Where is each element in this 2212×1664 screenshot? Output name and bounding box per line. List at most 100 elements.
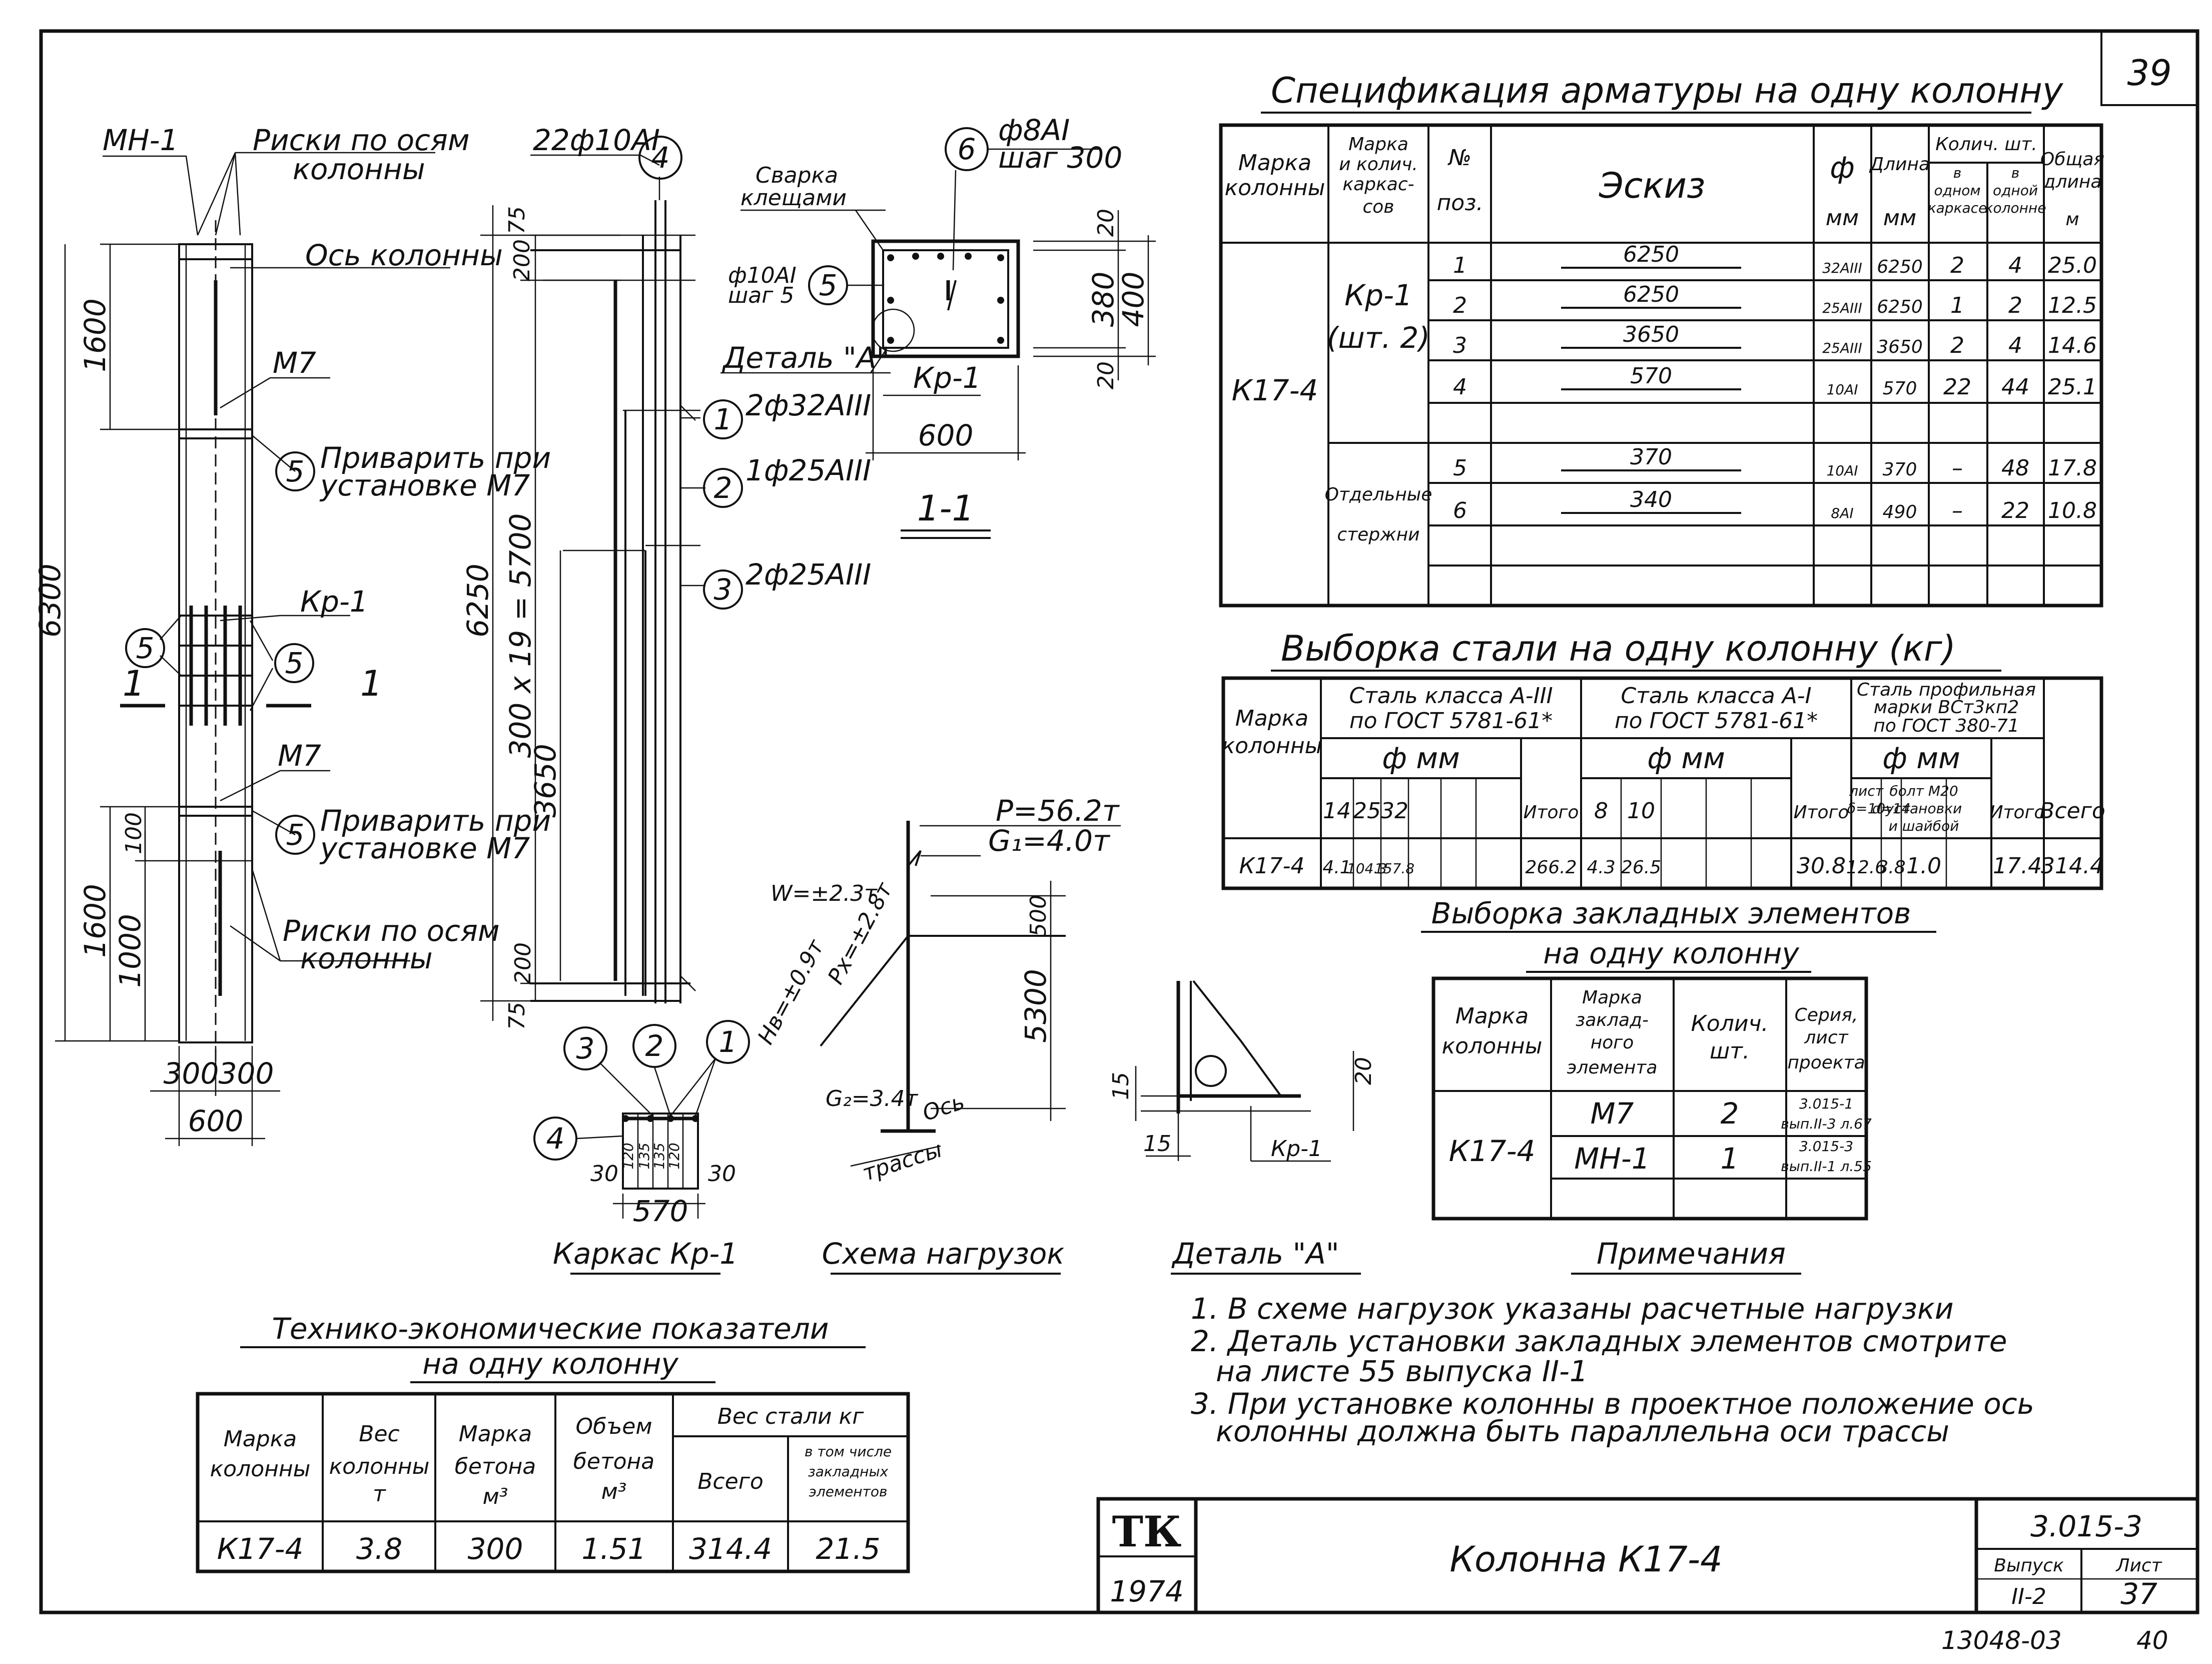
m7-bot-label: М7 <box>278 739 321 773</box>
spec-cell-len: 3650 <box>1877 337 1923 357</box>
svg-text:5: 5 <box>286 454 305 488</box>
cage-dim-6250: 6250 <box>461 564 495 638</box>
stamp-sheet-label: Лист <box>2115 1555 2162 1576</box>
note-line-2: 2. Деталь установки закладных элементов … <box>1191 1324 2007 1358</box>
embed-r2-series-1: 3.015-3 <box>1799 1138 1853 1155</box>
spec-cell-total: 25.1 <box>2048 374 2097 400</box>
cage-section-title: Каркас Кр-1 <box>553 1237 738 1271</box>
spec-cell-q1: 2 <box>1950 253 1964 278</box>
steel-h-prof-1: Сталь профильная <box>1857 680 2036 700</box>
svg-text:5: 5 <box>286 818 305 852</box>
spec-h-qo-1: в <box>2011 165 2020 181</box>
dim-300-a: 300 <box>164 1056 219 1090</box>
bar2-label: 1ф25АIII <box>746 453 871 487</box>
svg-text:4: 4 <box>546 1122 565 1156</box>
cage-dim-75-bot: 75 <box>504 1002 530 1030</box>
cage-section-inner-1: 120 <box>620 1143 636 1169</box>
spec-h-dia-2: мм <box>1826 205 1859 231</box>
cage-dim-200-top: 200 <box>509 239 535 281</box>
load-dim-5300: 5300 <box>1019 969 1053 1043</box>
spec-cage-b-2: стержни <box>1337 524 1419 545</box>
steel-h-dia-a1: ф мм <box>1647 741 1725 775</box>
embed-h-mark-1: Марка <box>1455 1003 1529 1029</box>
pos5-callout-top: 5 <box>275 451 315 491</box>
section-dim-380: 380 <box>1086 272 1120 327</box>
notes-title: Примечания <box>1597 1237 1786 1271</box>
spec-cell-sketch: 570 <box>1630 363 1672 389</box>
spec-cell-pos: 3 <box>1453 333 1467 358</box>
weld-bot-1: Приварить при <box>320 804 551 838</box>
spec-cell-q2: 44 <box>2001 374 2029 400</box>
steel-ps-2: δ=10 <box>1847 800 1885 817</box>
embed-r2-qty: 1 <box>1721 1142 1739 1176</box>
tep-h-volume-1: Объем <box>575 1414 652 1439</box>
tep-h-steel: Вес стали кг <box>717 1404 865 1429</box>
svg-text:6: 6 <box>958 132 976 166</box>
embed-h-series-3: проекта <box>1787 1052 1865 1073</box>
cage-section-inner-4: 120 <box>666 1143 682 1169</box>
section-kr1-label: Кр-1 <box>913 361 981 395</box>
steel-h-mark-1: Марка <box>1235 706 1308 731</box>
bar6-label-1: ф8АI <box>998 113 1070 147</box>
detail-a: 15 15 20 Кр-1 Деталь "А" <box>1108 980 1376 1275</box>
tep-h-grade-1: Марка <box>459 1421 532 1447</box>
steel-h-dia-a3: ф мм <box>1382 741 1460 775</box>
cage-section-dim-30-a: 30 <box>590 1161 618 1187</box>
load-scheme: P=56.2т G₁=4.0т W=±2.3т Hв=±0.9т Px=±2.8… <box>753 794 1121 1275</box>
spec-cage-a-1: Кр-1 <box>1344 278 1412 312</box>
stamp-sheet: 37 <box>2120 1577 2157 1611</box>
embed-title-1: Выборка закладных элементов <box>1431 896 1911 930</box>
spec-h-cage-3: каркас- <box>1342 174 1414 195</box>
steel-h-a1-2: по ГОСТ 5781-61* <box>1615 708 1818 734</box>
spec-cell-total: 14.6 <box>2048 333 2097 358</box>
spec-cell-pos: 1 <box>1453 253 1467 278</box>
bar5-label-2: шаг 5 <box>728 283 794 308</box>
embed-r1-qty: 2 <box>1721 1096 1739 1131</box>
spec-h-total-1: Общая <box>2040 149 2104 170</box>
detail-dim-20: 20 <box>1351 1057 1376 1085</box>
spec-h-qc-2: одном <box>1934 182 1980 199</box>
tep-row-volume: 1.51 <box>581 1532 646 1566</box>
spec-table: Спецификация арматуры на одну колонну Ма… <box>1219 70 2104 608</box>
spec-cell-q2: 22 <box>2001 498 2029 523</box>
steel-itogo-a1: Итого <box>1794 802 1849 823</box>
spec-cell-dia: 10АI <box>1826 462 1858 479</box>
steel-row-prof-1: 12.6 <box>1846 857 1886 878</box>
tep-h-grade-2: бетона <box>455 1454 536 1479</box>
steel-ps-4: d=14 <box>1872 800 1911 817</box>
riski-bot-1: Риски по осям <box>283 914 500 948</box>
detail-dim-15-a: 15 <box>1108 1072 1134 1100</box>
detail-title: Деталь "А" <box>1171 1237 1339 1271</box>
column-elevation: 1 1 МН-1 Риски по осям колонны Ось колон… <box>33 123 551 1146</box>
page-number: 39 <box>2127 53 2171 94</box>
tep-h-total: Всего <box>697 1469 763 1494</box>
section-dim-600: 600 <box>918 418 974 452</box>
steel-row-prof-total: 17.4 <box>1993 853 2042 879</box>
steel-ps-6: и шайбой <box>1889 818 1959 834</box>
spec-cell-pos: 6 <box>1453 498 1467 523</box>
embed-r2-emb: МН-1 <box>1574 1142 1650 1176</box>
load-w: W=±2.3т <box>771 881 878 906</box>
section-title: 1-1 <box>917 488 974 529</box>
tep-h-volume-3: м³ <box>601 1479 627 1504</box>
spec-cell-pos: 5 <box>1453 455 1467 481</box>
steel-row-a3-total: 266.2 <box>1525 857 1577 878</box>
svg-text:3: 3 <box>714 573 732 607</box>
cage-section-dim-30-b: 30 <box>708 1161 736 1187</box>
spec-cell-q2: 4 <box>2008 333 2022 358</box>
cage-dim-75-top: 75 <box>504 206 530 234</box>
embed-r1-emb: М7 <box>1591 1096 1634 1131</box>
embed-r1-series-2: вып.II-3 л.67 <box>1781 1116 1872 1132</box>
cage-elevation: 4 22ф10АI 1 2ф32АIII 2 1ф25АIII 3 2ф25АI… <box>461 123 871 1030</box>
spec-cell-dia: 8АI <box>1831 505 1853 521</box>
spec-cell-dia: 25АIII <box>1822 300 1862 316</box>
spec-cell-dia: 10АI <box>1826 381 1858 398</box>
section-dim-400: 400 <box>1116 272 1150 327</box>
cage-section-pos1: 1 <box>706 1020 750 1064</box>
spec-cell-len: 6250 <box>1877 257 1923 277</box>
steel-d14: 14 <box>1323 798 1351 824</box>
spec-h-mark-1: Марка <box>1238 150 1311 176</box>
steel-row-a1-10: 26.5 <box>1621 857 1661 878</box>
bar1-label: 2ф32АIII <box>746 388 871 422</box>
